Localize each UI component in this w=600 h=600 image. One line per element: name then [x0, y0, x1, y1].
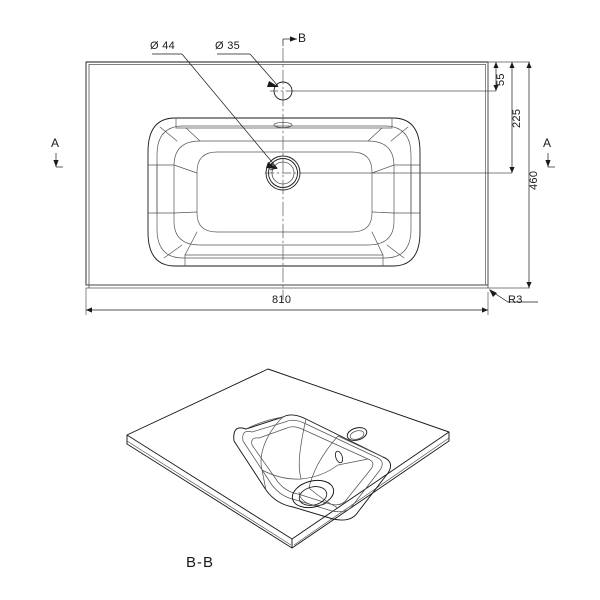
bowl-right-facet-lines [393, 164, 421, 214]
dia44-arrow [266, 162, 278, 169]
iso-tap-hole-outer [346, 427, 368, 441]
iso-view-label: B-B [186, 554, 215, 571]
dim810-arrow-left [86, 307, 92, 313]
dim-225-label: 225 [511, 108, 523, 128]
iso-drain-depth [298, 491, 330, 506]
dia35-arrow [267, 81, 279, 87]
bowl-wall-upper [173, 140, 395, 246]
bowl-front-shelf-ticks [184, 254, 384, 267]
iso-facet-right-connect [337, 458, 369, 466]
dim55-arrow-bottom [493, 85, 499, 91]
bowl-corner-blends [159, 126, 409, 259]
corner-radius-label: R3 [508, 294, 523, 306]
dim-55-label: 55 [495, 73, 507, 86]
plan-view [85, 47, 489, 301]
dia44-leader [181, 53, 278, 169]
bowl-rear-shelf-ticks [175, 117, 393, 129]
iso-bowl-rim-inner [242, 419, 383, 513]
iso-facet-right-rim [337, 435, 384, 458]
r3-leader [490, 290, 538, 303]
iso-facet-front-right [308, 487, 339, 509]
dim810-arrow-right [482, 307, 488, 313]
iso-drain-inner [298, 486, 328, 506]
iso-overflow-slot [334, 450, 344, 464]
slab-edge-thickness [85, 61, 489, 289]
bowl-left-facet-lines [147, 164, 175, 214]
bowl-left-blend [173, 164, 198, 214]
bowl-basin-floor [196, 151, 373, 233]
iso-rim-rear-left [245, 416, 284, 430]
iso-facet-left-down [261, 469, 267, 491]
iso-slab-right-thickness [291, 432, 450, 549]
bowl-rim-outer [147, 117, 421, 267]
section-mark-a-right-label: A [543, 136, 552, 150]
dim-810-label: 810 [272, 294, 292, 306]
dimension-lines-plan [53, 36, 555, 315]
dim-460-label: 460 [528, 170, 540, 190]
iso-slab-left-inner-line [126, 440, 292, 546]
dim225-arrow-bottom [509, 167, 515, 173]
bowl-rim-inner [156, 125, 412, 259]
dim225-arrow-top [509, 62, 515, 68]
iso-facet-right [308, 435, 339, 489]
dim55-arrow-top [493, 62, 499, 68]
iso-facet-left-upper [260, 416, 284, 471]
section-a-right-arrow [545, 160, 551, 167]
dia35-label: Ø 35 [215, 40, 241, 52]
section-mark-a-left-label: A [51, 136, 60, 150]
dim460-arrow-top [526, 62, 532, 68]
iso-bowl-rim-outer [233, 414, 392, 521]
iso-drain-outer [291, 479, 335, 509]
bowl-rear-corner-blends [185, 127, 383, 142]
isometric-view [126, 368, 450, 549]
bowl-front-corner-blends [184, 231, 384, 256]
dia35-leader [249, 53, 279, 87]
iso-bowl-wall [251, 426, 374, 506]
r3-arrow [489, 289, 497, 297]
section-a-left-arrow [53, 160, 59, 167]
iso-tap-hole-inner [349, 430, 365, 440]
bowl-right-blend [371, 164, 395, 214]
section-mark-b-label: B [298, 31, 307, 45]
iso-facet-mid [298, 418, 307, 480]
iso-slab-left-thickness [126, 435, 293, 549]
dia44-label: Ø 44 [150, 40, 176, 52]
iso-slab-right-inner-line [293, 437, 450, 546]
section-b-arrow [290, 36, 297, 42]
iso-basin-floor-front [261, 464, 339, 480]
dim460-arrow-bottom [526, 282, 532, 288]
